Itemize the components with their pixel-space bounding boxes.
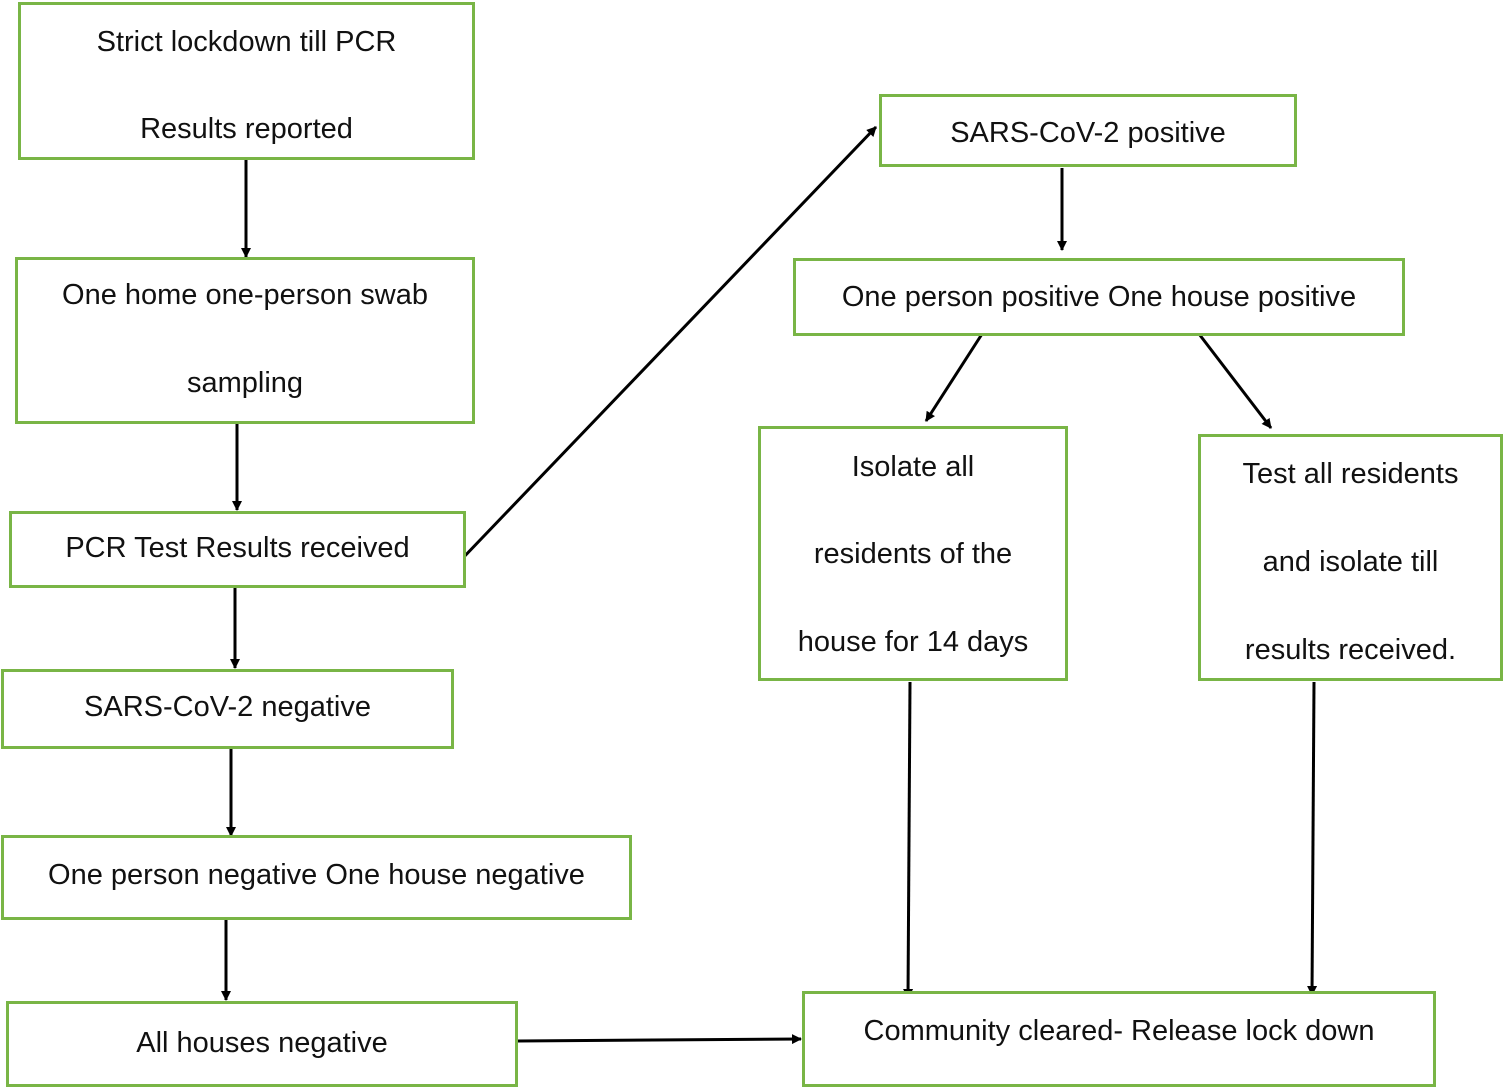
arrow-test-all-to-cleared (1307, 681, 1318, 996)
node-all-houses-negative: All houses negative (6, 1001, 518, 1087)
node-one-person-positive-line-1: One person positive One house positive (841, 281, 1357, 313)
node-strict-lockdown-line-1: Strict lockdown till PCR (96, 26, 397, 58)
node-sars-cov-2-negative-line-1: SARS-CoV-2 negative (84, 691, 371, 723)
arrow-one-positive-to-isolate (924, 333, 984, 422)
node-sars-cov-2-negative: SARS-CoV-2 negative (1, 669, 454, 749)
arrow-all-negative-to-cleared (517, 1034, 802, 1045)
node-pcr-results-received: PCR Test Results received (9, 511, 466, 588)
node-one-person-negative-line-1: One person negative One house negative (48, 859, 585, 891)
node-isolate-residents-line-1: Isolate all (851, 451, 975, 483)
node-one-person-negative: One person negative One house negative (1, 835, 632, 920)
node-sars-cov-2-positive: SARS-CoV-2 positive (879, 94, 1297, 167)
arrow-one-positive-to-test-all (1194, 329, 1273, 429)
node-swab-sampling-line-1: One home one-person swab (62, 279, 428, 311)
node-one-person-positive: One person positive One house positive (793, 258, 1405, 336)
node-sars-cov-2-positive-line-1: SARS-CoV-2 positive (950, 117, 1226, 149)
node-test-all-residents-line-2: and isolate till (1262, 546, 1439, 578)
node-test-all-residents-line-3: results received. (1244, 634, 1457, 666)
node-community-cleared-line-1: Community cleared- Release lock down (863, 1015, 1375, 1047)
node-strict-lockdown: Strict lockdown till PCR Results reporte… (18, 2, 475, 160)
node-isolate-residents: Isolate all residents of the house for 1… (758, 426, 1068, 681)
node-pcr-results-received-line-1: PCR Test Results received (65, 532, 410, 564)
node-swab-sampling-line-2: sampling (186, 367, 304, 399)
node-test-all-residents-line-1: Test all residents (1242, 458, 1459, 490)
node-isolate-residents-line-2: residents of the (813, 538, 1013, 570)
node-community-cleared: Community cleared- Release lock down (802, 991, 1436, 1087)
node-strict-lockdown-line-2: Results reported (140, 113, 353, 145)
node-swab-sampling: One home one-person swab sampling (15, 257, 475, 424)
node-all-houses-negative-line-1: All houses negative (136, 1027, 388, 1059)
node-isolate-residents-line-3: house for 14 days (797, 626, 1029, 658)
arrow-pcr-results-to-positive (458, 125, 878, 563)
node-test-all-residents: Test all residents and isolate till resu… (1198, 434, 1503, 681)
arrow-isolate-to-cleared (903, 681, 914, 999)
